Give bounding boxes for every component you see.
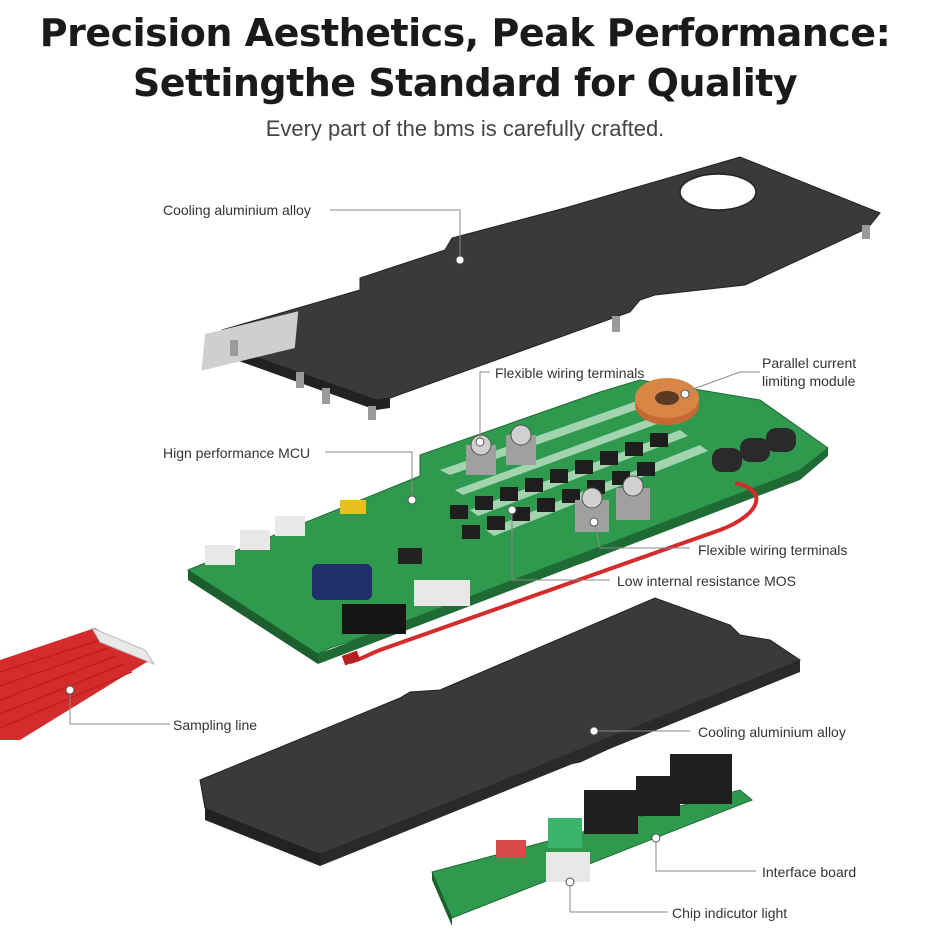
- label-parallel-line-1: Parallel current: [762, 355, 857, 371]
- label-cooling-aluminium-bottom: Cooling aluminium alloy: [698, 724, 846, 740]
- title-line-1: Precision Aesthetics, Peak Performance:: [39, 11, 891, 55]
- wiring-terminal-bottom: [575, 475, 650, 532]
- sampling-line-cable: [0, 626, 156, 740]
- mos-array: [450, 433, 668, 539]
- label-parallel-current: Parallel current limiting module: [762, 354, 856, 390]
- capacitors: [712, 428, 796, 472]
- label-sampling-line: Sampling line: [173, 717, 258, 733]
- interface-board: [431, 754, 753, 926]
- connector: [546, 852, 590, 882]
- label-flexible-wiring-bottom: Flexible wiring terminals: [698, 542, 848, 558]
- temp-sensor-wire: [349, 481, 759, 664]
- top-cooling-plate: [201, 156, 881, 420]
- toroid-inductor-icon: [635, 378, 699, 425]
- page-title: Precision Aesthetics, Peak Performance: …: [0, 8, 930, 108]
- label-mos: Low internal resistance MOS: [617, 573, 796, 589]
- label-flexible-wiring-top: Flexible wiring terminals: [495, 365, 645, 381]
- qr-code-icon: [201, 311, 299, 371]
- green-terminal-block: [548, 818, 582, 848]
- mcu-area: [205, 500, 470, 634]
- main-pcb: [186, 378, 829, 666]
- label-mcu: Hign performance MCU: [163, 445, 311, 461]
- label-parallel-line-2: limiting module: [762, 373, 856, 389]
- title-line-2: Settingthe Standard for Quality: [132, 61, 798, 105]
- leader-lines: [69, 209, 760, 913]
- callout-dots: [65, 255, 690, 887]
- label-interface-board: Interface board: [762, 864, 857, 880]
- rj45-port-icon: [584, 754, 732, 834]
- dip-switch: [496, 840, 526, 858]
- page-subtitle: Every part of the bms is carefully craft…: [265, 116, 665, 141]
- label-chip-indicator: Chip indicutor light: [672, 905, 788, 921]
- bottom-cooling-plate: [199, 597, 802, 866]
- plate-cutout: [679, 173, 757, 211]
- label-cooling-aluminium-top: Cooling aluminium alloy: [163, 202, 311, 218]
